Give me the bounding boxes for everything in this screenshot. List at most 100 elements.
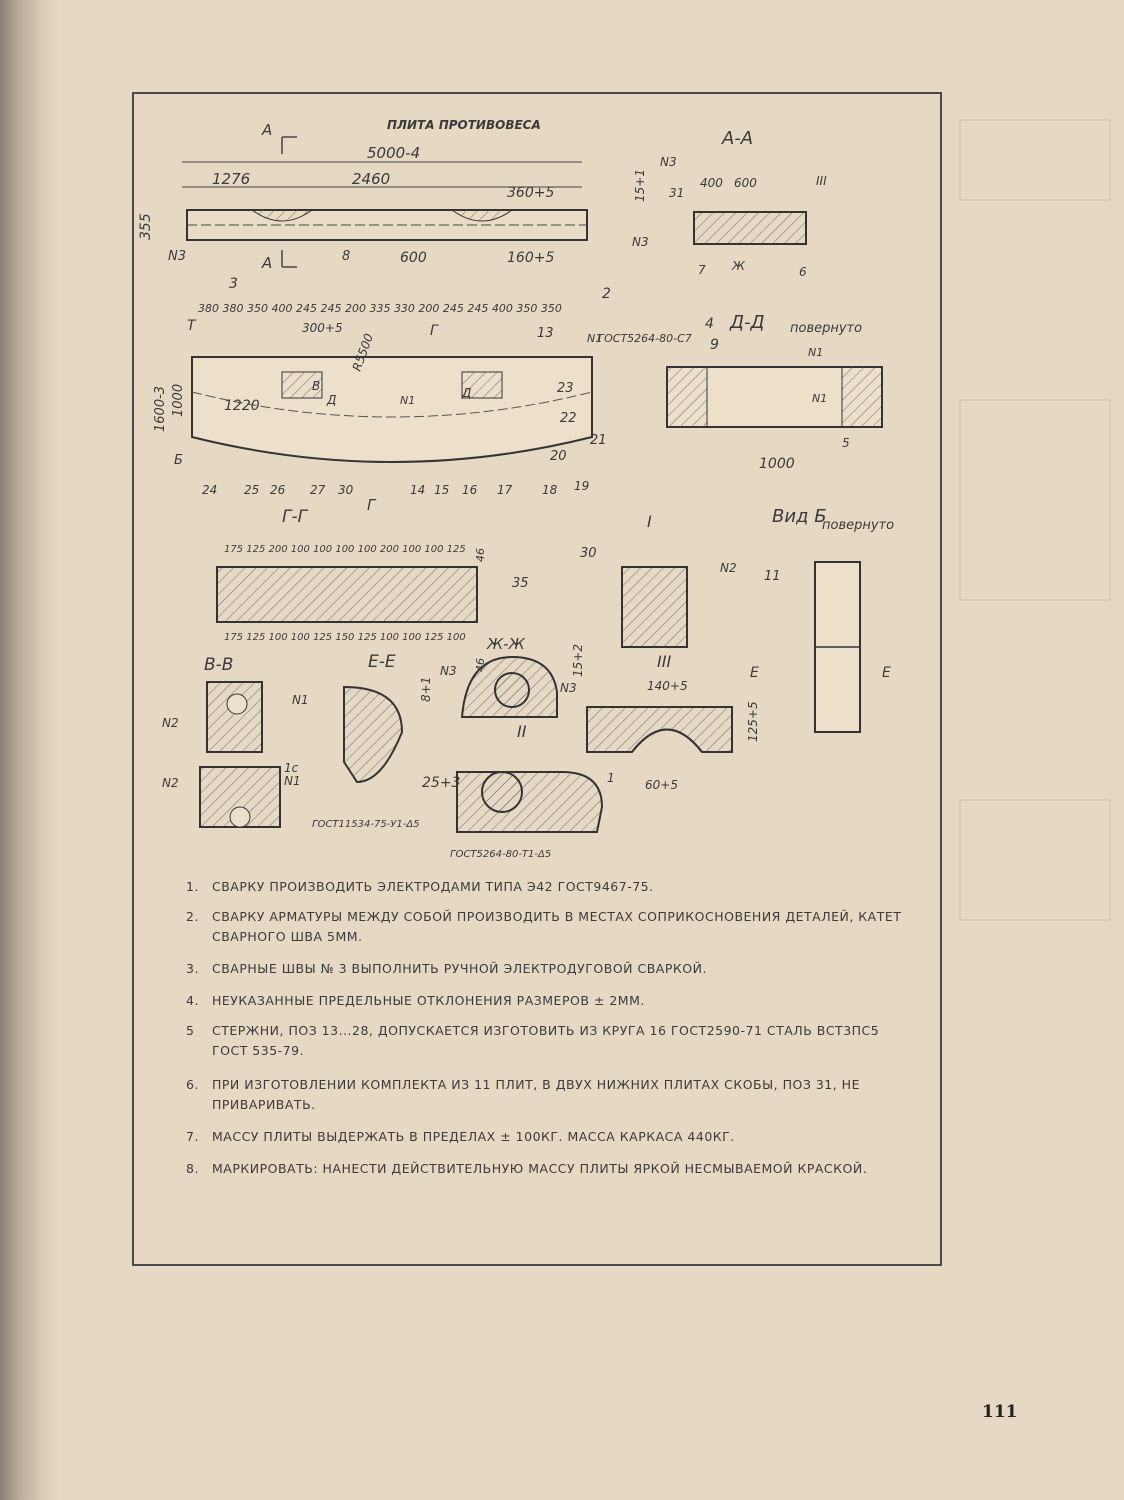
note-text: Сварку арматуры между собой производить … — [212, 909, 902, 944]
note-number: 8. — [186, 1161, 199, 1176]
callout-n3-ii: 1 — [607, 771, 615, 785]
callout-n1-dd: N1 — [808, 346, 823, 359]
section-ee-title: Е-Е — [368, 652, 396, 672]
dim-125: 125+5 — [746, 701, 760, 742]
note-number: 6. — [186, 1077, 199, 1092]
callout-3: 3 — [229, 276, 238, 292]
callout-n1-plan: N1 — [587, 332, 602, 345]
note-number: 7. — [186, 1129, 199, 1144]
section-marker-d2: Д — [461, 386, 471, 400]
section-gg-title: Г-Г — [282, 507, 309, 527]
view-b-note: повернуто — [822, 518, 894, 533]
callout-7: 7 — [698, 263, 706, 277]
callout-n2-vv2: N2 — [162, 776, 179, 790]
section-dd-title: Д-Д — [729, 312, 765, 333]
technical-drawing: ПЛИТА ПРОТИВОВЕСА А А 5000-4 1276 2460 3… — [138, 118, 894, 860]
callout-n3-aa2: N3 — [632, 235, 649, 249]
callout-n2-vv: N2 — [162, 716, 179, 730]
note-text: Неуказанные предельные отклонения размер… — [212, 993, 645, 1008]
callout-zh: Ж — [731, 259, 746, 273]
callout-n1-vv: N1 — [292, 693, 309, 707]
detail-i-title: I — [647, 512, 652, 531]
dim-30-i: 30 — [580, 546, 597, 561]
book-spine-shadow — [0, 0, 60, 1500]
note-text: Сварку производить электродами типа Э42 … — [212, 879, 654, 894]
callout-9: 9 — [710, 337, 719, 353]
note-text: При изготовлении комплекта из 11 плит, в… — [212, 1077, 860, 1112]
dim-15-1: 15+1 — [633, 169, 647, 202]
dim-355: 355 — [138, 213, 154, 240]
section-marker-a-top: А — [261, 121, 272, 139]
dims-gg-top: 175 125 200 100 100 100 100 200 100 100 … — [224, 544, 466, 555]
callout-13: 13 — [537, 326, 554, 341]
callout-18: 18 — [542, 483, 558, 497]
dim-1000-v: 1000 — [171, 384, 186, 417]
plan-bottom-callouts: 24 25 26 27 30 14 15 16 17 18 19 — [202, 479, 589, 497]
page-number: 111 — [982, 1402, 1018, 1422]
callout-n3-zh2: N3 — [560, 681, 577, 695]
callout-n3-zh: N3 — [440, 664, 457, 678]
detail-ii-ref: II — [517, 722, 527, 741]
callout-6: 6 — [799, 265, 807, 279]
note-number: 4. — [186, 993, 199, 1008]
dim-600: 600 — [400, 250, 427, 266]
callout-5: 5 — [842, 436, 850, 450]
callout-20: 20 — [550, 449, 567, 464]
detail-iii-ref: III — [816, 174, 827, 188]
note-text: Массу плиты выдержать в пределах ± 100кг… — [212, 1129, 735, 1144]
bleed-through-ghost — [959, 119, 1111, 921]
callout-1: N3 — [168, 249, 186, 264]
dim-46-gg: 46 — [474, 548, 487, 562]
note-text: Стержни, поз 13...28, допускается изгото… — [212, 1023, 880, 1058]
callout-t: Т — [187, 318, 197, 334]
callout-19: 19 — [574, 479, 589, 493]
dim-8: 8+1 — [419, 677, 433, 702]
note-number: 5 — [186, 1023, 195, 1038]
dims-gg-bottom: 175 125 100 100 125 150 125 100 100 125 … — [224, 632, 466, 643]
callout-26: 26 — [270, 483, 286, 497]
section-marker-e1: Е — [750, 665, 759, 681]
dim-600-aa: 600 — [734, 176, 757, 190]
section-marker-g: Г — [430, 323, 439, 339]
dim-2460: 2460 — [352, 170, 390, 188]
section-aa-title: А-А — [721, 128, 753, 149]
dim-360: 360+5 — [507, 185, 554, 201]
callout-25: 25 — [244, 483, 259, 497]
gost-t1: ГОСТ5264-80-Т1-Δ5 — [450, 849, 551, 860]
section-marker-d1: Д — [326, 393, 336, 407]
callout-8: 8 — [342, 249, 350, 264]
callout-23: 23 — [557, 381, 574, 396]
callout-15: 15 — [434, 483, 449, 497]
section-marker-g2: Г — [367, 496, 377, 514]
view-b-title: Вид Б — [772, 506, 827, 527]
callout-17: 17 — [497, 483, 513, 497]
callout-b: Б — [174, 453, 183, 468]
callout-2: 2 — [602, 286, 611, 302]
dim-1600: 1600-3 — [153, 386, 168, 432]
callout-n3-aa: N3 — [660, 155, 677, 169]
note-number: 2. — [186, 909, 199, 924]
callout-27: 27 — [310, 483, 326, 497]
dim-140: 140+5 — [647, 679, 688, 693]
dim-300: 300+5 — [302, 321, 343, 335]
callout-11: 11 — [764, 569, 781, 584]
callout-1c: 1с — [284, 761, 299, 775]
dim-160: 160+5 — [507, 250, 554, 266]
dim-25: 25+3 — [422, 775, 460, 791]
callout-35: 35 — [512, 576, 529, 591]
callout-14: 14 — [410, 483, 425, 497]
callout-n2-i: N2 — [720, 561, 737, 575]
dim-total-length: 5000-4 — [367, 144, 420, 162]
dim-1000: 1000 — [759, 456, 795, 472]
drawing-title: ПЛИТА ПРОТИВОВЕСА — [387, 118, 541, 132]
drawing-frame — [132, 92, 942, 1266]
callout-22: 22 — [560, 411, 577, 426]
dim-400: 400 — [700, 176, 723, 190]
dim-1220: 1220 — [224, 398, 260, 414]
dims-top-row: 380 380 350 400 245 245 200 335 330 200 … — [198, 302, 562, 315]
section-marker-v: В — [312, 379, 320, 393]
detail-iii-title: III — [657, 652, 671, 671]
callout-4: 4 — [705, 316, 714, 332]
section-dd-note: повернуто — [790, 321, 862, 336]
callout-n1-vv2: N1 — [284, 774, 301, 788]
